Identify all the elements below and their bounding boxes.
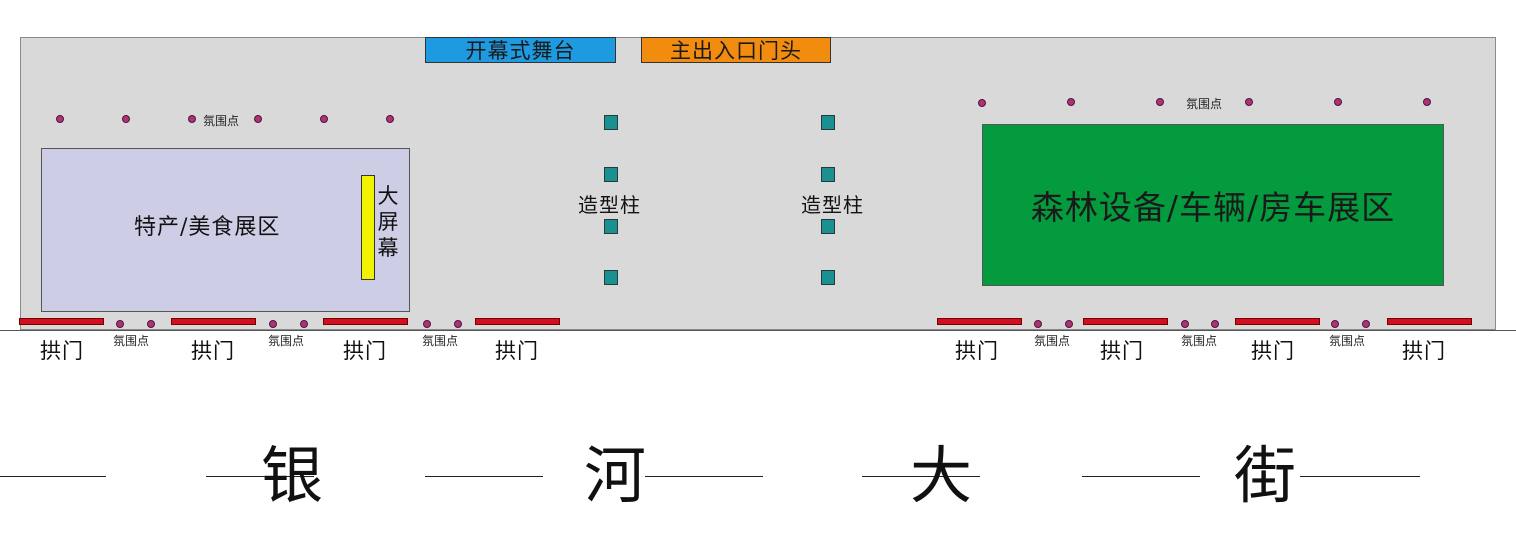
ambience-dot: [1156, 98, 1164, 106]
road-name-char: 街: [1234, 439, 1297, 512]
arch-label: 拱门: [40, 339, 84, 363]
pillar: [821, 115, 835, 130]
arch-label: 拱门: [1100, 339, 1144, 363]
arch-gate: [1235, 318, 1320, 325]
arch-label: 拱门: [1402, 339, 1446, 363]
pillar: [604, 115, 618, 130]
ambience-label: 氛围点: [422, 334, 459, 348]
ambience-dot: [116, 320, 124, 328]
arch-gate: [323, 318, 408, 325]
ambience-label: 氛围点: [203, 114, 240, 128]
road-line: [1082, 476, 1200, 477]
ambience-label: 氛围点: [1181, 334, 1218, 348]
arch-gate: [19, 318, 104, 325]
road-name-char: 河: [584, 439, 647, 512]
ambience-dot: [1362, 320, 1370, 328]
ambience-dot: [386, 115, 394, 123]
road-line: [0, 476, 106, 477]
arch-gate: [171, 318, 256, 325]
arch-gate: [937, 318, 1022, 325]
food-zone-label: 特产/美食展区: [134, 215, 281, 240]
pillar: [821, 167, 835, 182]
ambience-dot: [1034, 320, 1042, 328]
arch-label: 拱门: [343, 339, 387, 363]
ambience-dot: [423, 320, 431, 328]
ambience-dot: [1067, 98, 1075, 106]
ambience-dot: [1423, 98, 1431, 106]
ambience-dot: [1331, 320, 1339, 328]
road-line: [645, 476, 763, 477]
ambience-dot: [147, 320, 155, 328]
arch-label: 拱门: [191, 339, 235, 363]
ambience-dot: [254, 115, 262, 123]
arch-label: 拱门: [955, 339, 999, 363]
ambience-dot: [122, 115, 130, 123]
arch-gate: [475, 318, 560, 325]
ambience-label: 氛围点: [1186, 97, 1223, 111]
arch-gate: [1083, 318, 1168, 325]
ambience-dot: [56, 115, 64, 123]
pillar: [604, 167, 618, 182]
forest-vehicle-rv-zone: 森林设备/车辆/房车展区: [982, 124, 1444, 286]
opening-stage-label: 开幕式舞台: [425, 37, 616, 63]
ambience-dot: [1211, 320, 1219, 328]
ambience-label: 氛围点: [268, 334, 305, 348]
street-boundary-line: [0, 330, 1516, 331]
pillar: [604, 270, 618, 285]
ambience-label: 氛围点: [1034, 334, 1071, 348]
road-line: [425, 476, 543, 477]
ambience-dot: [1065, 320, 1073, 328]
ambience-label: 氛围点: [113, 334, 150, 348]
pillar: [821, 219, 835, 234]
ambience-dot: [269, 320, 277, 328]
arch-gate: [1387, 318, 1472, 325]
road-line: [206, 476, 314, 477]
forest-zone-label: 森林设备/车辆/房车展区: [1030, 188, 1396, 227]
food-specialty-zone: 特产/美食展区: [41, 148, 410, 312]
road-line: [862, 476, 980, 477]
ambience-dot: [1245, 98, 1253, 106]
big-screen: [361, 175, 375, 280]
main-entrance-label: 主出入口门头: [641, 37, 831, 63]
pillar: [821, 270, 835, 285]
ambience-dot: [454, 320, 462, 328]
pillar-label: 造型柱: [578, 193, 641, 217]
ambience-dot: [188, 115, 196, 123]
arch-label: 拱门: [495, 339, 539, 363]
ambience-dot: [1181, 320, 1189, 328]
road-line: [1300, 476, 1420, 477]
road-name-char: 银: [261, 439, 324, 512]
pillar-label: 造型柱: [801, 193, 864, 217]
pillar: [604, 219, 618, 234]
ambience-dot: [320, 115, 328, 123]
road-name-char: 大: [910, 439, 973, 512]
arch-label: 拱门: [1251, 339, 1295, 363]
ambience-dot: [1334, 98, 1342, 106]
ambience-dot: [978, 99, 986, 107]
big-screen-label: 大屏幕: [377, 184, 399, 260]
ambience-label: 氛围点: [1329, 334, 1366, 348]
ambience-dot: [300, 320, 308, 328]
